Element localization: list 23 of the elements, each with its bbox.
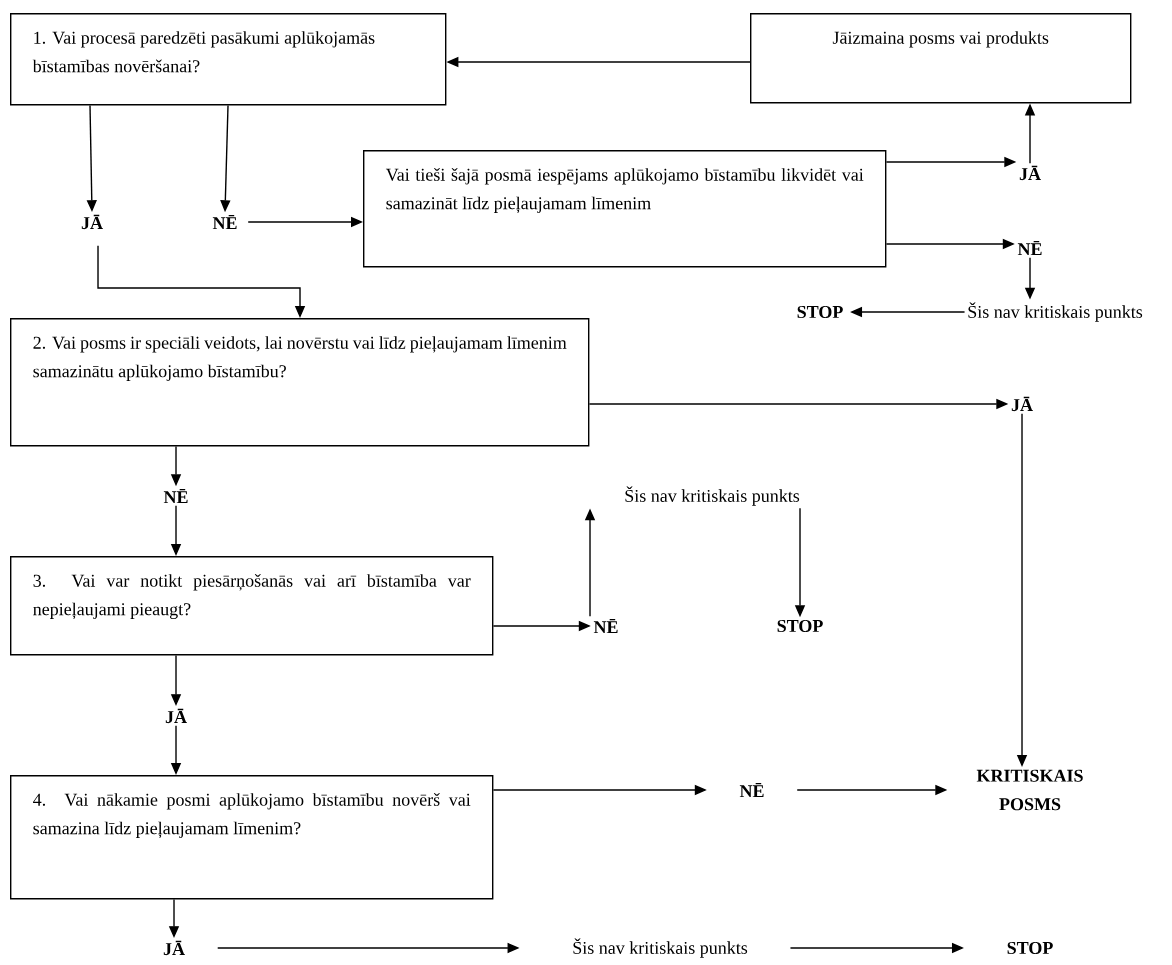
label-text: JĀ bbox=[163, 940, 185, 956]
label-text: Šis nav kritiskais punkts bbox=[625, 486, 800, 506]
label-text: NĒ bbox=[212, 214, 237, 230]
process-box: 3. Vai var notikt piesārņošanās vai arī bīstamība var nepieļaujami pieaugt? bbox=[10, 556, 494, 656]
process-box: 2. Vai posms ir speciāli veidots, lai novērstu vai līdz pieļaujamam līmenim samazinātu aplūkojamo bīstamību? bbox=[10, 318, 590, 447]
label-text: NĒ bbox=[739, 782, 764, 798]
label-text: NĒ bbox=[163, 488, 188, 504]
process-box: 1. Vai procesā paredzēti pasākumi aplūkojamās bīstamības novēršanai? bbox=[10, 13, 447, 106]
label-text: JĀ bbox=[81, 214, 103, 230]
process-box: Vai tieši šajā posmā iespējams aplūkojamo bīstamību likvidēt vai samazināt līdz pieļaujamam līmenim bbox=[363, 150, 887, 268]
label-text: STOP bbox=[777, 619, 823, 633]
label-text: STOP bbox=[1007, 941, 1053, 955]
process-box: Jāizmaina posms vai produkts bbox=[750, 13, 1132, 104]
label-text: JĀ bbox=[165, 708, 187, 724]
process-box: 4. Vai nākamie posmi aplūkojamo bīstamību novērš vai samazina līdz pieļaujamam līmenim? bbox=[10, 775, 494, 900]
label-text: NĒ bbox=[593, 618, 618, 634]
label-text: STOP bbox=[797, 305, 843, 319]
label-text: Šis nav kritiskais punkts bbox=[968, 302, 1143, 322]
label-text: JĀ bbox=[1011, 396, 1033, 412]
label-text: KRITISKAIS POSMS bbox=[976, 769, 1083, 811]
label-text: Šis nav kritiskais punkts bbox=[573, 938, 748, 958]
label-text: JĀ bbox=[1019, 165, 1041, 181]
label-text: NĒ bbox=[1017, 240, 1042, 256]
